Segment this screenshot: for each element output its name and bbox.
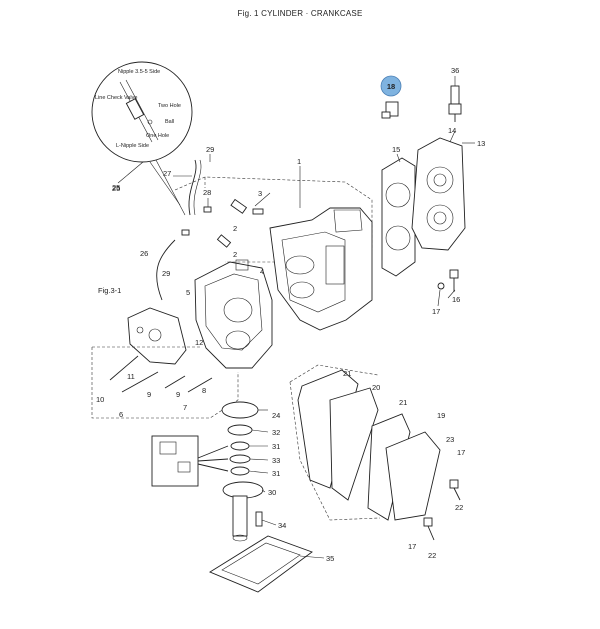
shaft-housing [222, 481, 264, 542]
callout-7: 7 [183, 403, 187, 412]
callout-17-upper: 17 [432, 307, 440, 316]
check-valve-inset: Nipple 3.5-5 Side Line Check Valve Two H… [91, 61, 193, 216]
bearing-stack [221, 401, 259, 476]
callout-2-top: 2 [233, 224, 237, 233]
callout-34: 34 [278, 521, 286, 530]
callout-29-top: 29 [206, 145, 214, 154]
callout-4: 4 [260, 267, 264, 276]
fig-3-1-part [127, 307, 187, 365]
crankcase [269, 207, 373, 331]
callout-13: 13 [477, 139, 485, 148]
callout-21-right: 21 [399, 398, 407, 407]
callout-11: 11 [127, 372, 135, 381]
callout-30: 30 [268, 488, 276, 497]
leader-lines [173, 76, 475, 559]
inset-label-one-hole: One Hole [146, 133, 169, 139]
callout-36: 36 [451, 66, 459, 75]
spark-plug [448, 85, 462, 122]
callout-3: 3 [258, 189, 262, 198]
callout-16: 16 [452, 295, 460, 304]
bolt-16 [437, 269, 459, 292]
inset-label-check-valve: Line Check Valve [95, 95, 137, 101]
callout-10: 10 [96, 395, 104, 404]
cylinder-block [194, 259, 273, 369]
callout-21-top: 21 [343, 369, 351, 378]
callout-26: 26 [140, 249, 148, 258]
callout-9-right: 9 [176, 390, 180, 399]
callout-5: 5 [186, 288, 190, 297]
callout-8: 8 [202, 386, 206, 395]
detail-box [151, 435, 229, 487]
callout-9-left: 9 [147, 390, 151, 399]
callout-17-right: 17 [457, 448, 465, 457]
cylinder-head [411, 137, 466, 251]
inset-label-nipple: Nipple 3.5-5 Side [118, 69, 160, 75]
callout-2-mid: 2 [233, 250, 237, 259]
callout-14: 14 [448, 126, 456, 135]
callout-25-dup: 25 [112, 183, 120, 192]
figure-title: Fig. 1 CYLINDER · CRANKCASE [237, 9, 363, 18]
exhaust-covers [297, 369, 441, 521]
callout-15: 15 [392, 145, 400, 154]
callout-labels: 36 14 13 15 1 29 27 28 3 2 25 26 2 4 5 1… [96, 66, 485, 563]
callout-20: 20 [372, 383, 380, 392]
callout-24: 24 [272, 411, 280, 420]
callout-23: 23 [446, 435, 454, 444]
callout-22-right: 22 [455, 503, 463, 512]
callout-22-bottom: 22 [428, 551, 436, 560]
cylinder-gasket [381, 157, 416, 277]
callout-12: 12 [195, 338, 203, 347]
callout-27: 27 [163, 169, 171, 178]
callout-17-bottom: 17 [408, 542, 416, 551]
callout-19: 19 [437, 411, 445, 420]
callout-6: 6 [119, 410, 123, 419]
inset-label-l-nipple: L-Nipple Side [116, 143, 149, 149]
inset-label-two-hole: Two Hole [158, 103, 181, 109]
callout-31-top: 31 [272, 442, 280, 451]
callout-33: 33 [272, 456, 280, 465]
callout-31-bottom: 31 [272, 469, 280, 478]
highlight-callout: 18 [387, 82, 395, 91]
fig-reference: Fig.3-1 [98, 286, 121, 295]
callout-35: 35 [326, 554, 334, 563]
callout-28-top: 28 [203, 188, 211, 197]
inset-label-ball: Ball [165, 119, 174, 125]
callout-25-top: 25 [112, 184, 120, 193]
callout-32: 32 [272, 428, 280, 437]
lower-gasket [209, 535, 313, 593]
callout-1: 1 [297, 157, 301, 166]
callout-29-lower: 29 [162, 269, 170, 278]
part-18-fitting: 18 [380, 75, 402, 119]
